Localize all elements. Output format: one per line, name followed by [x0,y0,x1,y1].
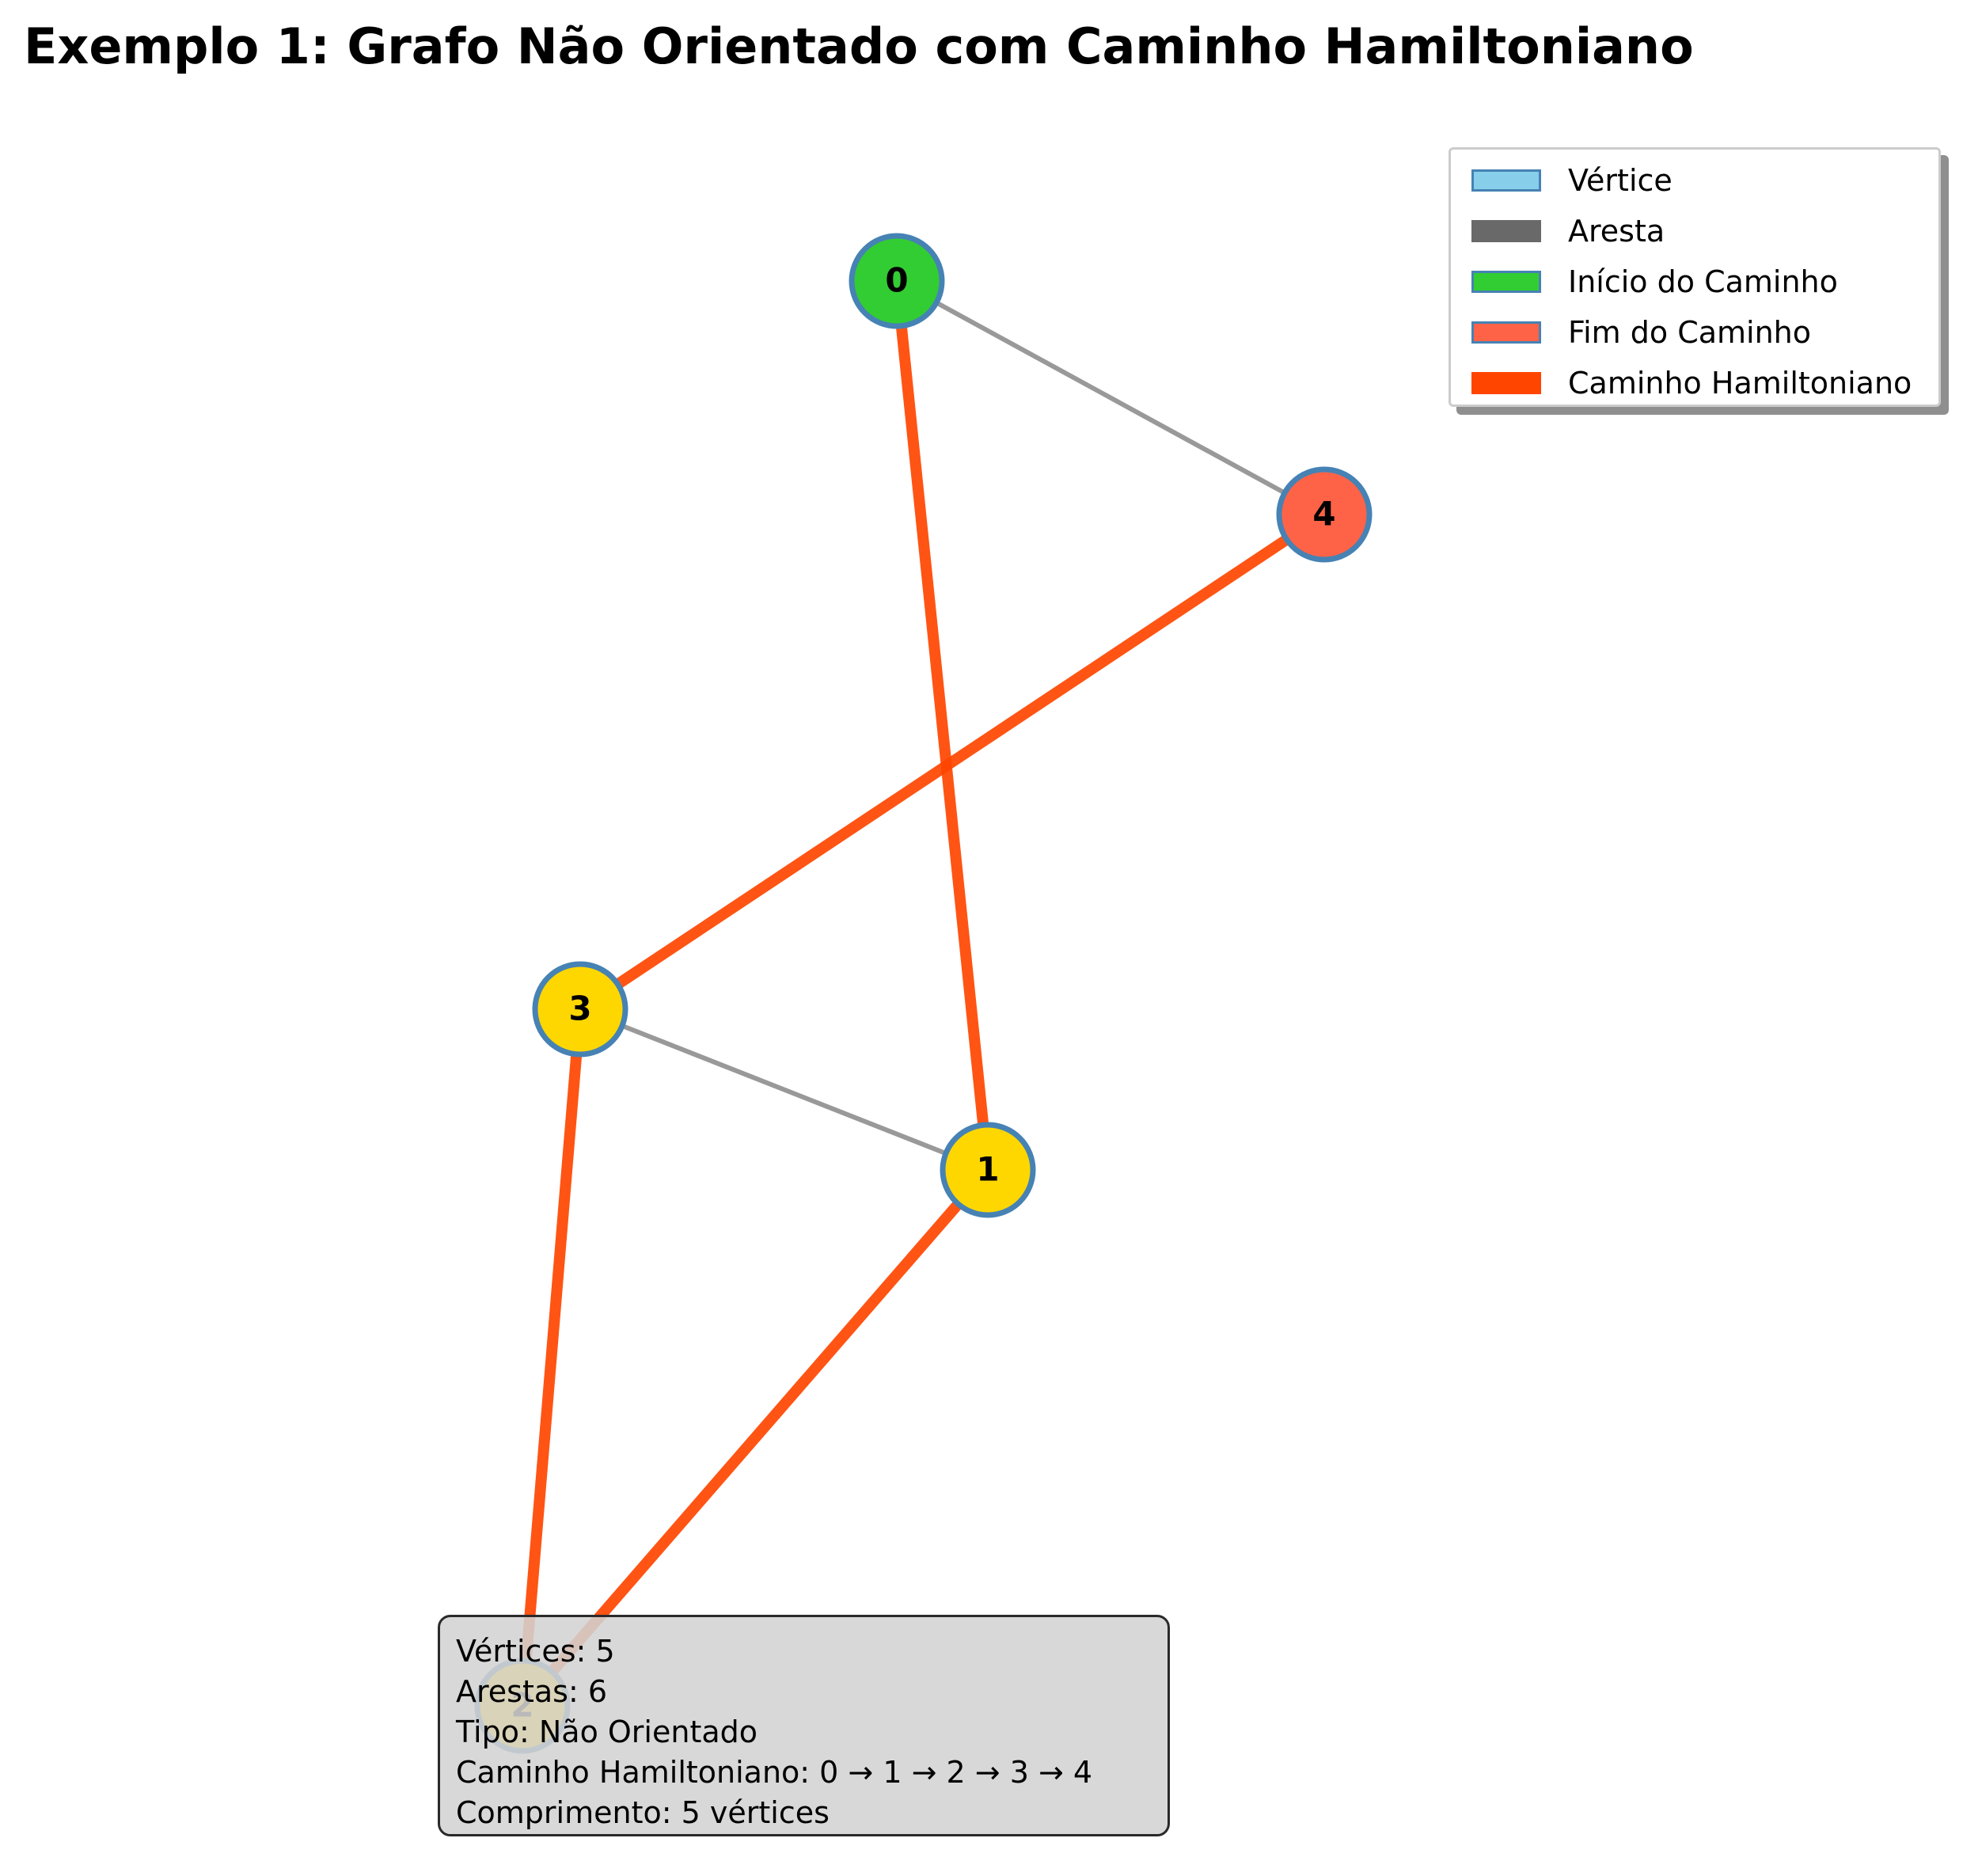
vertex-circle-0 [849,233,945,329]
vertex-label-4: 4 [1312,495,1335,534]
legend-item-path-start: Início do Caminho [1471,262,1838,302]
legend-swatch-vertex [1471,169,1541,192]
legend-item-edge: Aresta [1471,211,1665,251]
vertex-circle-4 [1276,466,1373,563]
legend-item-hamiltonian-path: Caminho Hamiltoniano [1471,363,1912,403]
info-graph-type: Tipo: Não Orientado [456,1715,758,1749]
edge-3-1 [578,1007,990,1172]
vertex-circle-3 [532,961,628,1058]
info-edge-count: Arestas: 6 [456,1674,608,1709]
legend-label-path-end: Fim do Caminho [1568,315,1812,350]
edge-0-4 [894,279,1327,517]
vertex-0: 0 [849,233,945,329]
legend-label-path-start: Início do Caminho [1568,264,1838,299]
vertex-label-1: 1 [976,1150,999,1189]
graph-info-box: Vértices: 5 Arestas: 6 Tipo: Não Orienta… [438,1615,1170,1836]
vertex-4: 4 [1276,466,1373,563]
path-edge-3-4 [575,509,1330,1015]
legend-item-vertex: Vértice [1471,161,1673,200]
vertex-1: 1 [940,1122,1036,1218]
vertex-3: 3 [532,961,628,1058]
edges-layer [517,275,1330,1711]
legend-item-path-end: Fim do Caminho [1471,313,1811,352]
legend-swatch-path-end [1471,321,1541,344]
legend-swatch-edge [1471,220,1541,242]
diagram-title: Exemplo 1: Grafo Não Orientado com Camin… [24,17,1694,75]
path-edge-2-3 [517,1004,586,1711]
vertex-label-0: 0 [885,261,908,300]
legend-label-vertex: Vértice [1568,163,1673,198]
info-path-length: Comprimento: 5 vértices [456,1795,830,1830]
legend-swatch-path-start [1471,271,1541,293]
vertex-circle-1 [940,1122,1036,1218]
legend-swatch-hamiltonian-path [1471,372,1541,394]
legend-label-hamiltonian-path: Caminho Hamiltoniano [1568,366,1912,401]
info-hamiltonian-path: Caminho Hamiltoniano: 0 → 1 → 2 → 3 → 4 [456,1755,1093,1790]
legend-label-edge: Aresta [1568,214,1665,249]
nodes-layer: 01234 [474,233,1373,1754]
legend: Vértice Aresta Início do Caminho Fim do … [1449,147,1941,407]
path-edge-0-1 [891,275,993,1175]
info-vertex-count: Vértices: 5 [456,1634,615,1669]
vertex-label-3: 3 [568,989,591,1028]
